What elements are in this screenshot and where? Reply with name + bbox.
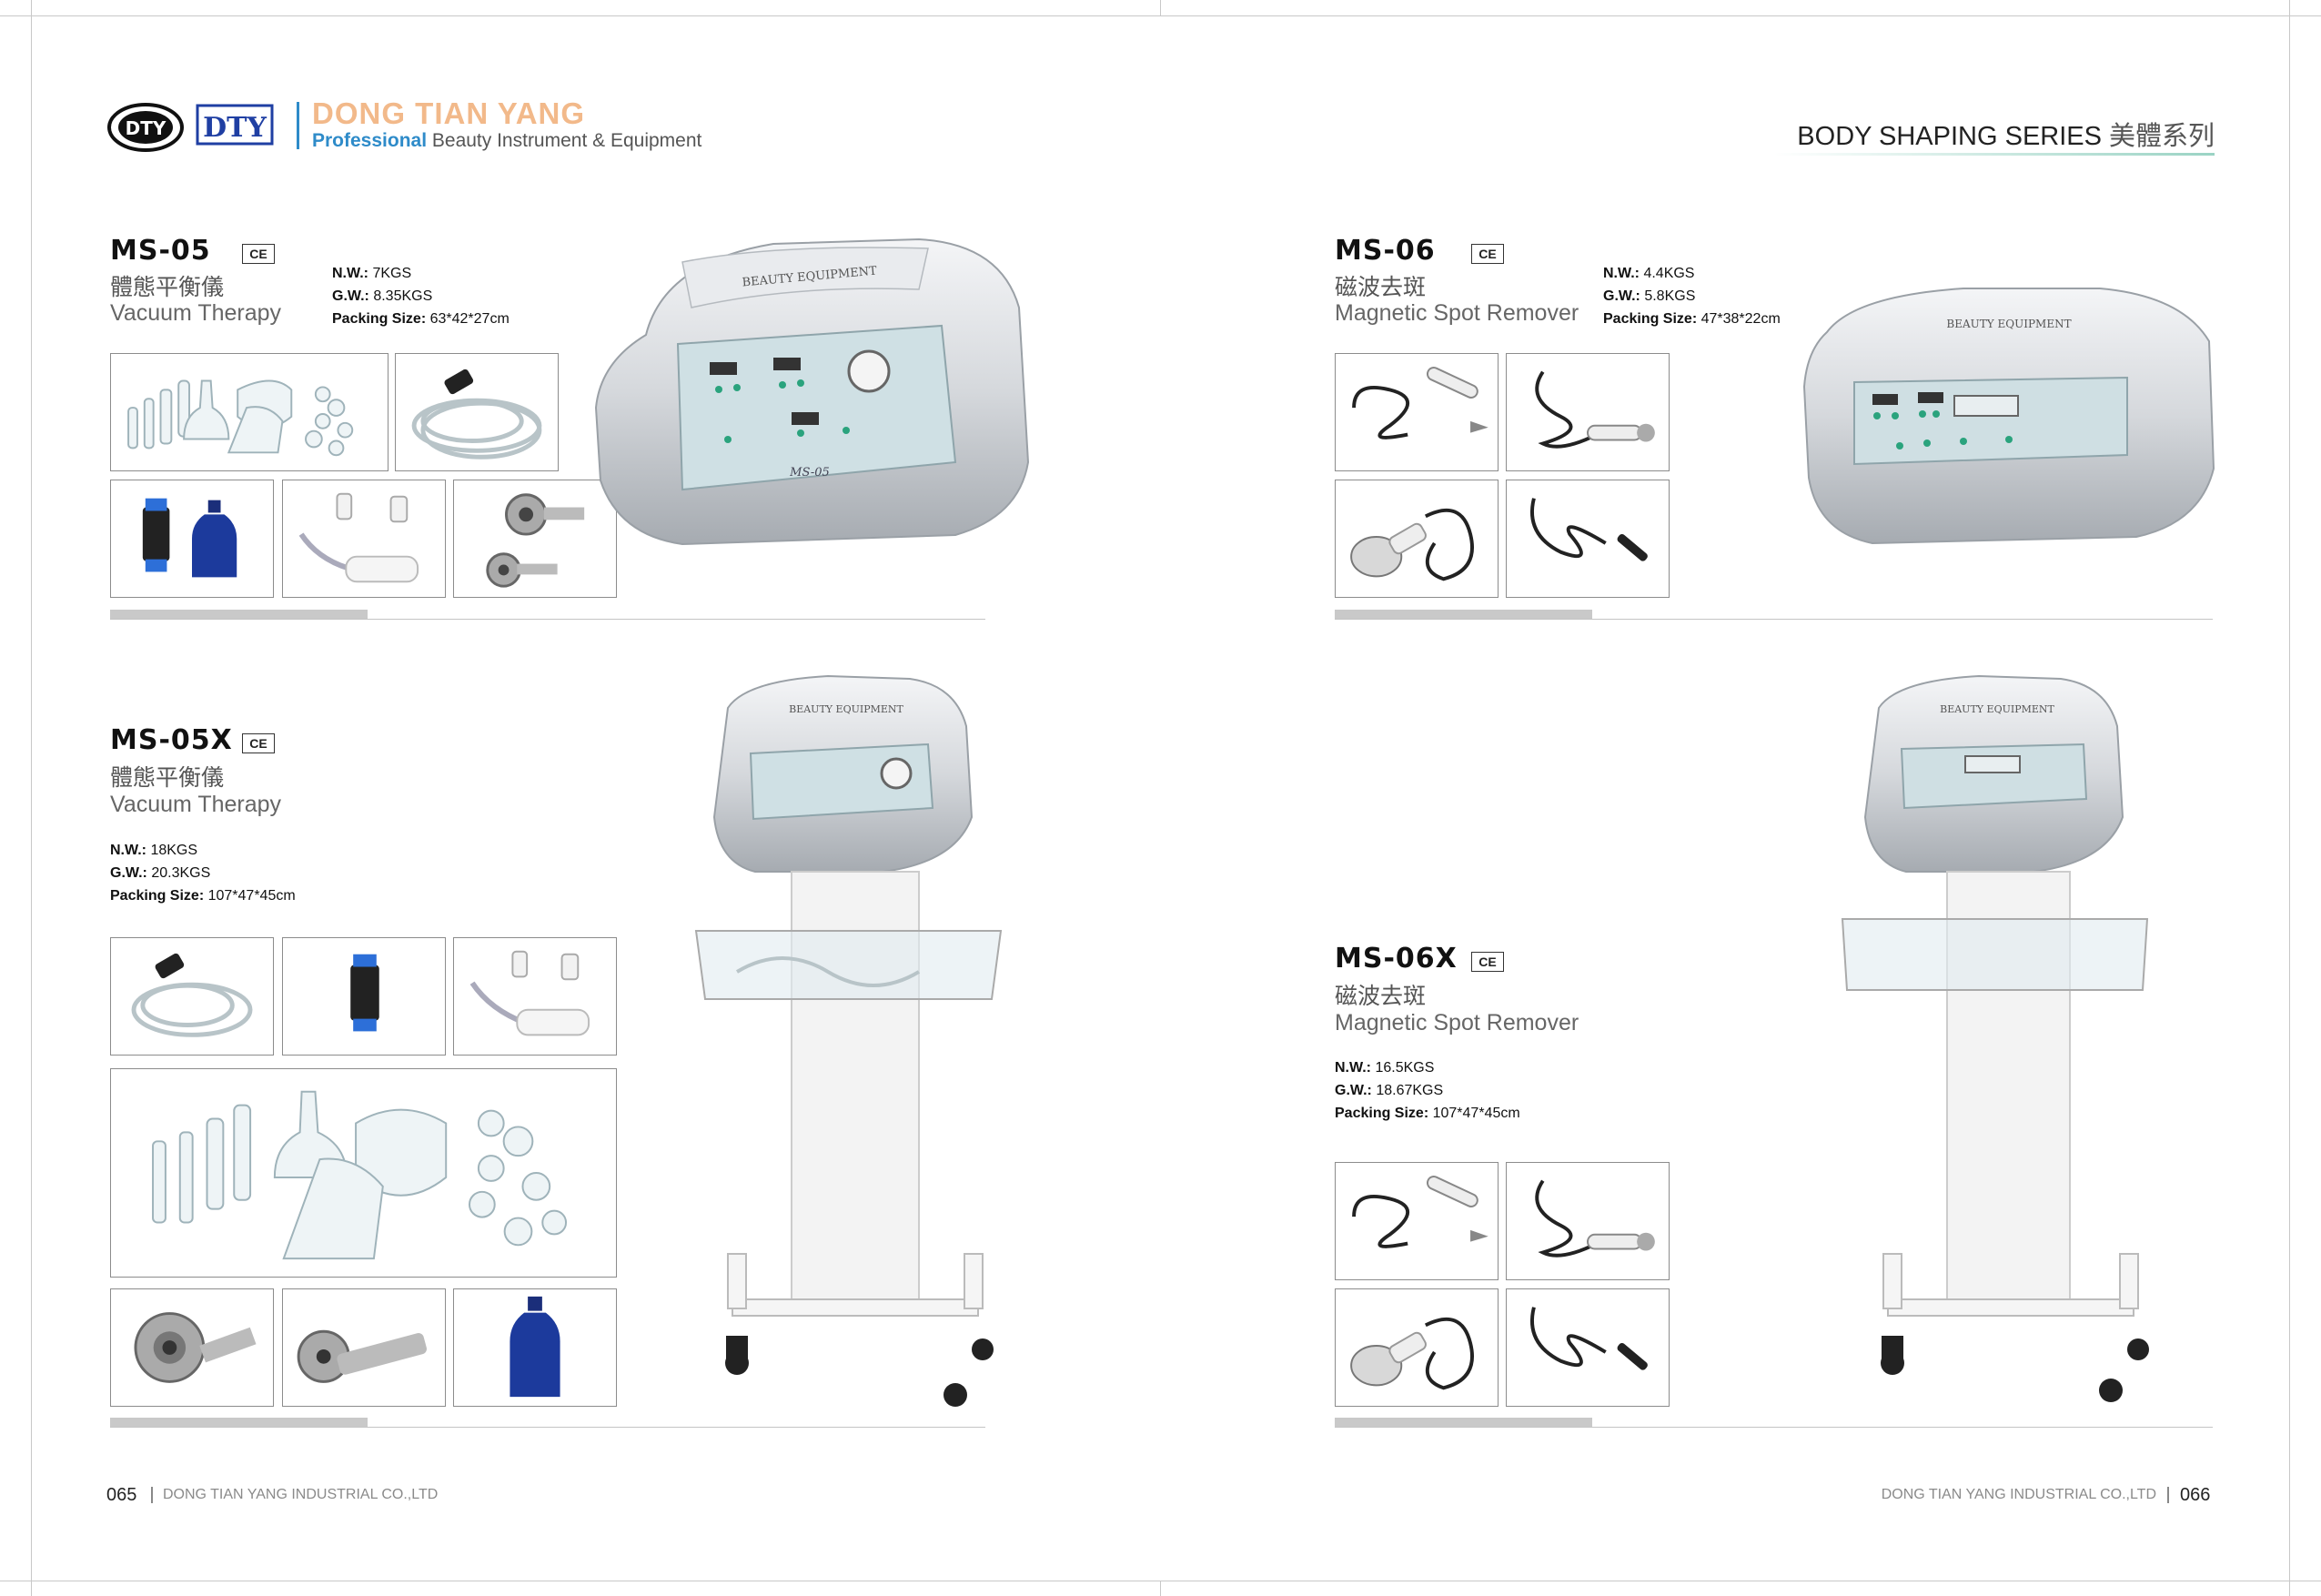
section-divider (110, 1427, 985, 1428)
model-ms06x: MS-06X (1335, 943, 1458, 975)
page-number-left: 065 (106, 1485, 137, 1505)
model-ms06: MS-06 (1335, 235, 1436, 267)
thumb-probe-cable (1335, 353, 1499, 471)
thumb-probe-small (282, 1288, 446, 1407)
thumb-round-probe (1335, 480, 1499, 598)
footer-separator (2167, 1487, 2169, 1503)
thumb-vacuum-cups (110, 353, 389, 471)
ce-mark: CE (242, 733, 275, 753)
thumb-probes (453, 480, 617, 598)
brand-divider (297, 102, 299, 149)
thumb-pen-cable (1506, 1288, 1670, 1407)
footer-separator (151, 1487, 153, 1503)
thumb-vacuum-cups-large (110, 1068, 617, 1278)
footer-company-right: DONG TIAN YANG INDUSTRIAL CO.,LTD (1881, 1487, 2156, 1502)
section-divider (110, 619, 985, 620)
thumb-connector-bottle (110, 480, 274, 598)
model-ms05x: MS-05X (110, 724, 233, 756)
product-en-name: Magnetic Spot Remover (1335, 300, 1579, 326)
product-cn-name: 體態平衡儀 (110, 275, 225, 300)
product-cn-name: 體態平衡儀 (110, 765, 225, 791)
series-underline (1774, 153, 2215, 156)
spec-block: N.W.: 7KGS G.W.: 8.35KGS Packing Size: 6… (332, 266, 510, 327)
thumb-probe-large (110, 1288, 274, 1407)
page-number-right: 066 (2180, 1485, 2211, 1505)
machine-ms06: BEAUTY EQUIPMENT (1800, 278, 2218, 564)
spec-block: N.W.: 4.4KGS G.W.: 5.8KGS Packing Size: … (1603, 266, 1781, 327)
thumb-vacuum-hose (110, 937, 274, 1056)
ce-mark: CE (1471, 952, 1504, 972)
thumb-probe-cable (1335, 1162, 1499, 1280)
thumb-connector (282, 937, 446, 1056)
svg-text:MS-05: MS-05 (789, 466, 830, 480)
crop-mark-center-bottom (1160, 1581, 1161, 1596)
ce-mark: CE (1471, 244, 1504, 264)
crop-line-left (31, 0, 32, 1596)
thumb-handle-caps (282, 480, 446, 598)
product-cn-name: 磁波去斑 (1335, 984, 1427, 1009)
thumb-pen-cable (1506, 480, 1670, 598)
crop-line-top (0, 15, 2321, 16)
product-cn-name: 磁波去斑 (1335, 275, 1427, 300)
section-divider (1335, 619, 2213, 620)
spec-block: N.W.: 18KGS G.W.: 20.3KGS Packing Size: … (110, 843, 296, 904)
brand-logo-mark: DTY (196, 104, 274, 150)
section-divider (1335, 1427, 2213, 1428)
thumb-wand-cable (1506, 353, 1670, 471)
svg-text:BEAUTY EQUIPMENT: BEAUTY EQUIPMENT (1940, 703, 2054, 715)
brand-tagline: Professional Beauty Instrument & Equipme… (312, 130, 702, 151)
footer-company-left: DONG TIAN YANG INDUSTRIAL CO.,LTD (163, 1487, 439, 1502)
svg-text:DTY: DTY (203, 112, 267, 144)
model-ms05: MS-05 (110, 235, 211, 267)
svg-text:DTY: DTY (126, 117, 167, 139)
machine-ms05: BEAUTY EQUIPMENT MS-05 (591, 226, 1037, 567)
product-en-name: Vacuum Therapy (110, 792, 282, 817)
thumb-vacuum-hose (395, 353, 559, 471)
crop-mark-center-top (1160, 0, 1161, 15)
section-divider-bar (110, 1418, 368, 1427)
machine-ms05x: BEAUTY EQUIPMENT (682, 672, 1028, 1422)
section-divider-bar (110, 610, 368, 619)
svg-text:BEAUTY EQUIPMENT: BEAUTY EQUIPMENT (789, 703, 903, 715)
section-divider-bar (1335, 1418, 1592, 1427)
thumb-wand-cable (1506, 1162, 1670, 1280)
machine-ms06x: BEAUTY EQUIPMENT (1833, 672, 2179, 1422)
brand-logo-seal: DTY (106, 102, 185, 157)
product-en-name: Vacuum Therapy (110, 300, 282, 326)
crop-line-right (2289, 0, 2290, 1596)
thumb-handle-caps (453, 937, 617, 1056)
spec-block: N.W.: 16.5KGS G.W.: 18.67KGS Packing Siz… (1335, 1060, 1520, 1121)
section-divider-bar (1335, 610, 1592, 619)
svg-text:BEAUTY EQUIPMENT: BEAUTY EQUIPMENT (1946, 318, 2071, 330)
thumb-bottle (453, 1288, 617, 1407)
ce-mark: CE (242, 244, 275, 264)
brand-name: DONG TIAN YANG (312, 96, 586, 130)
thumb-round-probe (1335, 1288, 1499, 1407)
product-en-name: Magnetic Spot Remover (1335, 1010, 1579, 1035)
